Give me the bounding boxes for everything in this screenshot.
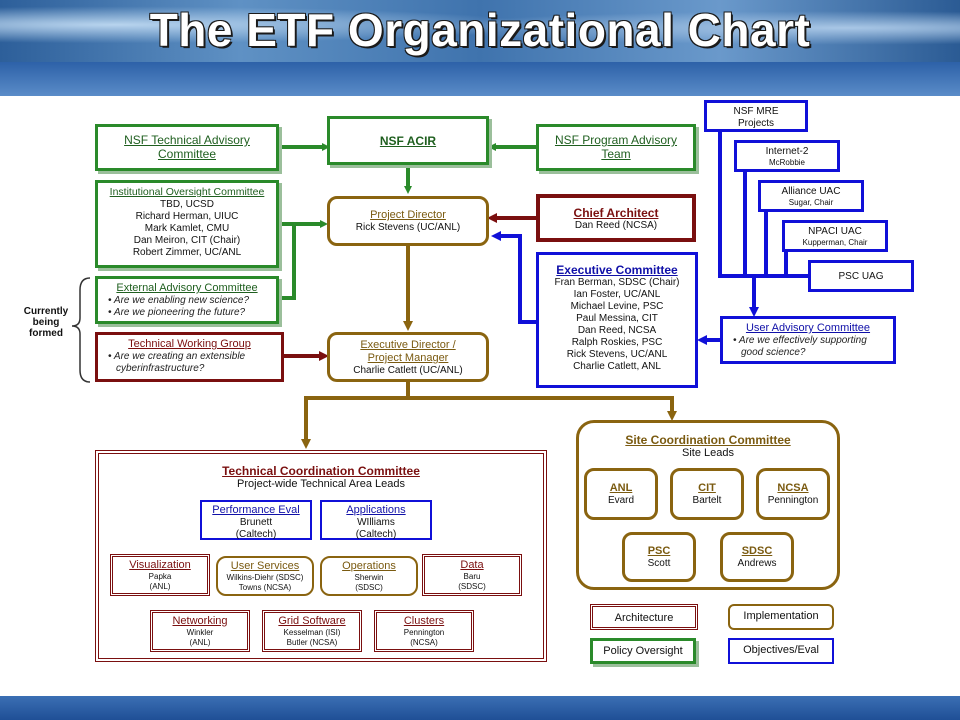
alliance-uac: Alliance UAC Sugar, Chair	[758, 180, 864, 212]
site-psc: PSC Scott	[622, 532, 696, 582]
internet-2: Internet-2 McRobbie	[734, 140, 840, 172]
twg-bullet: cyberinfrastructure?	[116, 363, 205, 375]
title-banner	[0, 0, 960, 62]
nsf-technical-advisory-committee: NSF Technical Advisory Committee	[95, 124, 279, 171]
title-band	[0, 62, 960, 96]
ioc-member: Robert Zimmer, UC/ANL	[132, 246, 242, 258]
ec-member: Dan Reed, NCSA	[577, 325, 657, 337]
legend-architecture: Architecture	[590, 604, 698, 630]
executive-committee: Executive Committee Fran Berman, SDSC (C…	[536, 252, 698, 388]
ec-member: Michael Levine, PSC	[570, 301, 664, 313]
currently-formed-brace	[71, 277, 91, 383]
clusters: Clusters Pennington (NCSA)	[374, 610, 474, 652]
uac-bullet: • Are we effectively supporting	[733, 335, 867, 347]
nsf-program-advisory-team: NSF Program Advisory Team	[536, 124, 696, 171]
user-advisory-committee: User Advisory Committee • Are we effecti…	[720, 316, 896, 364]
line-ioc-pd	[280, 222, 296, 300]
executive-director-project-manager: Executive Director / Project Manager Cha…	[327, 332, 489, 382]
site-ncsa: NCSA Pennington	[756, 468, 830, 520]
applications: Applications WIlliams (Caltech)	[320, 500, 432, 540]
external-advisory-committee: External Advisory Committee • Are we ena…	[95, 276, 279, 324]
ioc-member: Richard Herman, UIUC	[135, 210, 239, 222]
ec-member: Paul Messina, CIT	[576, 313, 658, 325]
ec-member: Charlie Catlett, ANL	[573, 361, 661, 373]
ec-member: Rick Stevens, UC/ANL	[566, 349, 668, 361]
project-director: Project Director Rick Stevens (UC/ANL)	[327, 196, 489, 246]
nsf-acir: NSF ACIR	[327, 116, 489, 165]
ioc-member: Dan Meiron, CIT (Chair)	[133, 234, 241, 246]
currently-being-formed-label: Currently being formed	[23, 306, 69, 339]
line-mre	[718, 132, 808, 278]
site-anl: ANL Evard	[584, 468, 658, 520]
line-ec-pd	[491, 231, 536, 324]
eac-bullet: • Are we enabling new science?	[108, 295, 250, 307]
chief-architect: Chief Architect Dan Reed (NCSA)	[536, 194, 696, 242]
nsf-mre-projects: NSF MRE Projects	[704, 100, 808, 132]
line-ed-scc	[408, 396, 677, 421]
user-services: User Services Wilkins-Diehr (SDSC) Towns…	[216, 556, 314, 596]
legend-implementation: Implementation	[728, 604, 834, 630]
legend-policy-oversight: Policy Oversight	[590, 638, 696, 664]
eac-bullet: • Are we pioneering the future?	[108, 307, 246, 319]
line-ed-split	[301, 382, 410, 449]
ec-member: Fran Berman, SDSC (Chair)	[554, 277, 680, 289]
page-title: The ETF Organizational Chart	[149, 4, 811, 56]
site-cit: CIT Bartelt	[670, 468, 744, 520]
psc-uag: PSC UAG	[808, 260, 914, 292]
npaci-uac: NPACI UAC Kupperman, Chair	[782, 220, 888, 252]
operations: Operations Sherwin (SDSC)	[320, 556, 418, 596]
legend-objectives-eval: Objectives/Eval	[728, 638, 834, 664]
ioc-member: Mark Kamlet, CMU	[144, 222, 230, 234]
performance-eval: Performance Eval Brunett (Caltech)	[200, 500, 312, 540]
grid-software: Grid Software Kesselman (ISI) Butler (NC…	[262, 610, 362, 652]
ioc-member: TBD, UCSD	[160, 198, 214, 210]
institutional-oversight-committee: Institutional Oversight Committee TBD, U…	[95, 180, 279, 268]
ec-member: Ralph Roskies, PSC	[571, 337, 663, 349]
ec-member: Ian Foster, UC/ANL	[573, 289, 661, 301]
networking: Networking Winkler (ANL)	[150, 610, 250, 652]
twg-bullet: • Are we creating an extensible	[108, 351, 246, 363]
bottom-bar	[0, 696, 960, 720]
data: Data Baru (SDSC)	[422, 554, 522, 596]
uac-bullet: good science?	[741, 347, 806, 359]
visualization: Visualization Papka (ANL)	[110, 554, 210, 596]
technical-working-group: Technical Working Group • Are we creatin…	[95, 332, 284, 382]
site-sdsc: SDSC Andrews	[720, 532, 794, 582]
